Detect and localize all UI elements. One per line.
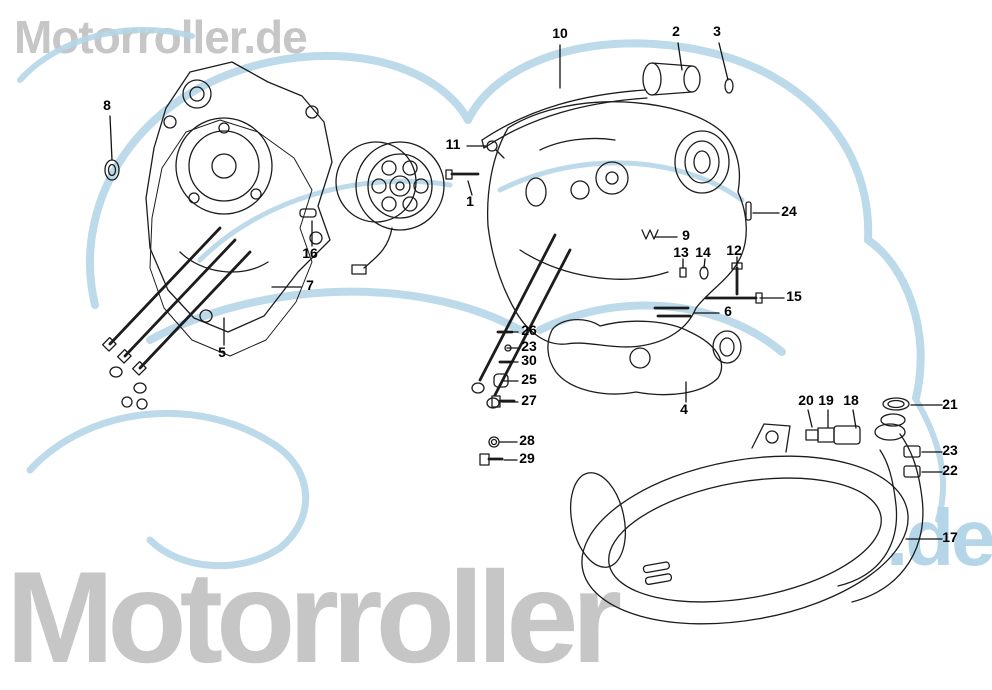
watermark-top-text: Motorroller.de — [14, 11, 308, 63]
sump-part-4 — [547, 319, 723, 396]
part-label-17: 17 — [942, 529, 958, 545]
exhaust-drawing — [570, 397, 924, 625]
part-label-23: 23 — [942, 442, 958, 458]
leader-line-3 — [718, 42, 729, 81]
part-label-15: 15 — [786, 288, 802, 304]
case-studs — [471, 233, 572, 409]
part-label-13: 13 — [673, 244, 689, 260]
part-label-11: 11 — [445, 136, 461, 152]
part-label-12: 12 — [726, 242, 742, 258]
watermark-bottom-text: Motorroller — [6, 544, 622, 690]
leader-lines-group — [109, 42, 943, 540]
part-label-30: 30 — [521, 352, 537, 368]
bolt-part-1 — [445, 169, 480, 180]
part-label-7: 7 — [306, 277, 314, 293]
flywheel-drawing — [335, 140, 505, 275]
part-label-8: 8 — [103, 97, 111, 113]
leader-line-18 — [852, 409, 857, 429]
leader-line-20 — [807, 409, 813, 428]
clamp-part-23 — [903, 445, 921, 458]
part-label-4: 4 — [680, 401, 688, 417]
part-label-2: 2 — [672, 23, 680, 39]
part-label-3: 3 — [713, 23, 721, 39]
sensor-parts-18-19-20 — [805, 425, 861, 445]
breather-pipe-part-10 — [481, 89, 646, 141]
exhaust-pipe-part-17 — [851, 433, 924, 603]
pin-part-24 — [745, 201, 752, 221]
gasket-ring-part-21 — [882, 397, 910, 411]
leader-line-8 — [109, 115, 113, 161]
part-label-19: 19 — [818, 392, 834, 408]
part-label-27: 27 — [521, 392, 537, 408]
part-label-22: 22 — [942, 462, 958, 478]
stator-wire — [363, 227, 393, 269]
part-label-28: 28 — [519, 432, 535, 448]
dowel-part-16 — [299, 208, 317, 218]
studs-part-6 — [653, 306, 692, 318]
part-label-14: 14 — [695, 244, 711, 260]
part-label-23: 23 — [521, 338, 537, 354]
washer-part-3 — [724, 78, 734, 94]
part-label-21: 21 — [942, 396, 958, 412]
part-label-29: 29 — [519, 450, 535, 466]
part-label-25: 25 — [521, 371, 537, 387]
part-label-6: 6 — [724, 303, 732, 319]
rubber-mount-part-2 — [642, 62, 701, 96]
part-label-20: 20 — [798, 392, 814, 408]
part-label-1: 1 — [466, 193, 474, 209]
wire-connector — [351, 264, 367, 275]
part-label-10: 10 — [552, 25, 568, 41]
cover-bolts-part-5 — [101, 226, 252, 410]
part-label-24: 24 — [781, 203, 797, 219]
leader-line-1 — [467, 180, 473, 196]
part-label-26: 26 — [521, 322, 537, 338]
clamp-part-22 — [903, 465, 921, 478]
part-label-5: 5 — [218, 344, 226, 360]
part-label-9: 9 — [682, 227, 690, 243]
leader-line-2 — [677, 42, 683, 71]
leader-line-14 — [703, 258, 706, 269]
part-label-18: 18 — [843, 392, 859, 408]
exhaust-bracket — [751, 423, 791, 453]
spring-part-9 — [641, 229, 659, 240]
part-label-16: 16 — [302, 245, 318, 261]
